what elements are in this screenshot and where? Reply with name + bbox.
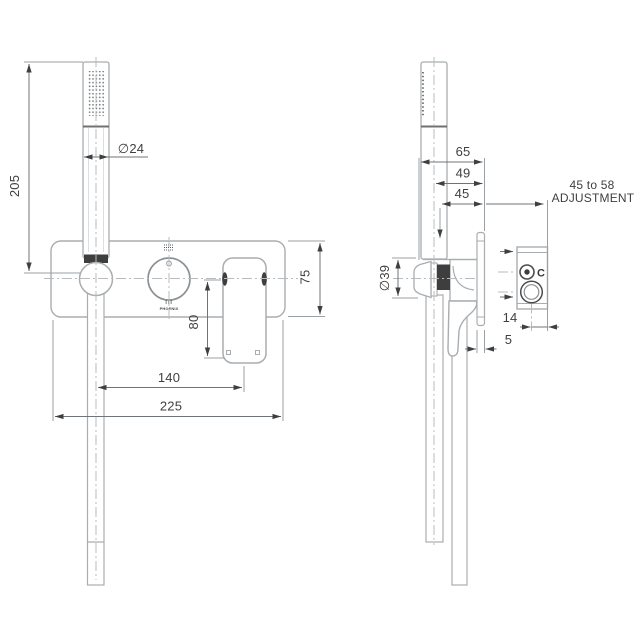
brand-wordmark: PHOENIX xyxy=(160,306,179,311)
valve-port-label: C xyxy=(537,268,545,280)
dim-valve-depth-label: 14 xyxy=(503,310,518,325)
dim-depth-hose-label: 49 xyxy=(456,166,471,181)
side-lever-handle xyxy=(447,300,478,357)
dim-shower-height-label: 205 xyxy=(7,175,22,197)
side-view: C 65 49 45 xyxy=(377,57,635,586)
adjustment-note-line2: ADJUSTMENT xyxy=(552,191,635,205)
adjustment-note-line1: 45 to 58 xyxy=(570,178,615,192)
side-holder-grip-end xyxy=(413,260,432,299)
side-wall-plate xyxy=(476,231,486,327)
front-dimensions: 205 ∅24 75 80 140 225 xyxy=(7,61,325,421)
dim-plate-width-label: 225 xyxy=(160,399,182,414)
dim-spacing-label: 140 xyxy=(158,370,180,385)
side-valve-body: C xyxy=(500,246,549,310)
side-dimensions: 65 49 45 45 to 58 ADJUSTMENT ∅39 14 xyxy=(377,144,635,353)
holder-elbow xyxy=(452,265,475,291)
dim-plate-thickness-label: 5 xyxy=(505,332,512,347)
dim-depth-holder-label: 45 xyxy=(455,186,470,201)
front-view: PHOENIX 205 ∅24 xyxy=(7,57,325,586)
side-holder-assembly xyxy=(413,258,482,302)
dim-head-diameter-label: ∅24 xyxy=(118,141,144,156)
handle-screw-left xyxy=(226,350,231,355)
dim-plate-height-label: 75 xyxy=(298,270,313,285)
dim-depth-face-label: 65 xyxy=(456,144,471,159)
handle-screw-right xyxy=(255,350,260,355)
dim-holder-diameter-label: ∅39 xyxy=(377,265,392,291)
dim-handle-drop-label: 80 xyxy=(186,315,201,330)
front-lever-handle xyxy=(222,257,267,364)
side-holder-knurl xyxy=(437,264,450,290)
